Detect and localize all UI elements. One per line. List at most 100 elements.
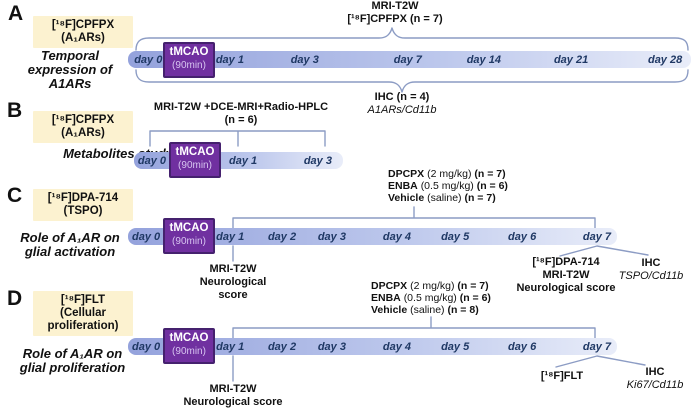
annotation-line: MRI-T2W +DCE-MRI+Radio-HPLC	[153, 101, 329, 113]
panel-a-top-annotation: MRI-T2W [¹⁸F]CPFPX (n = 7)	[347, 0, 442, 26]
annotation-line: Neurological score	[183, 395, 283, 408]
panel-d-day7-ihc-annotation: IHC Ki67/Cd11b	[627, 366, 684, 392]
panel-d-study-title: Role of A₁AR on glial proliferation	[0, 346, 145, 376]
drug-name: ENBA	[371, 292, 401, 305]
study-line: Temporal	[40, 48, 100, 63]
treatment-line: ENBA (0.5 mg/kg) (n = 6)	[371, 292, 491, 304]
treatment-line: Vehicle (saline) (n = 8)	[371, 304, 491, 316]
day-label: day 5	[441, 230, 470, 243]
tracer-name: [¹⁸F]DPA-714	[47, 192, 119, 204]
drug-name: Vehicle	[371, 304, 408, 317]
study-line: glial activation	[24, 244, 116, 260]
group-size: (n = 6)	[476, 180, 508, 193]
annotation-line: MRI-T2W	[209, 263, 257, 275]
day-label: day 1	[215, 53, 244, 66]
panel-a-bottom-brace	[135, 69, 689, 93]
group-size: (n = 7)	[464, 192, 496, 205]
panel-a-tmcao-box: tMCAO (90min)	[163, 42, 215, 78]
annotation-line: Neurological	[199, 275, 267, 288]
day-label: day 7	[582, 340, 612, 353]
tracer-target: (A₁ARs)	[61, 31, 105, 44]
group-size: (n = 7)	[457, 280, 489, 292]
panel-c-treatment-groups: DPCPX (2 mg/kg) (n = 7) ENBA (0.5 mg/kg)…	[388, 168, 508, 205]
annotation-line: IHC	[645, 366, 665, 378]
drug-name: DPCPX	[371, 280, 408, 292]
panel-c-tracer-box: [¹⁸F]DPA-714 (TSPO)	[33, 189, 133, 221]
panel-c-letter: C	[7, 184, 23, 207]
study-line: A1ARs	[48, 76, 92, 92]
tmcao-duration: (90min)	[178, 159, 212, 171]
day-label: day 4	[382, 340, 412, 353]
annotation-line: IHC	[641, 257, 661, 269]
tmcao-label: tMCAO	[169, 222, 209, 234]
panel-b-timeline-bar: day 0 day 1 day 3	[134, 152, 343, 169]
study-line: glial proliferation	[19, 360, 126, 376]
study-line: expression of	[27, 62, 113, 78]
tmcao-label: tMCAO	[169, 332, 209, 344]
drug-dose: (2 mg/kg)	[427, 168, 472, 180]
day-label: day 3	[317, 340, 346, 353]
annotation-line: MRI-T2W	[209, 383, 257, 395]
panel-b-tracer-box: [¹⁸F]CPFPX (A₁ARs)	[33, 111, 133, 143]
day-label: day 1	[216, 340, 245, 353]
panel-a-letter: A	[8, 2, 24, 25]
tmcao-duration: (90min)	[172, 235, 206, 247]
tracer-name: [¹⁸F]FLT	[60, 294, 106, 306]
day-label: day 0	[137, 154, 167, 167]
panel-d-day1-annotation: MRI-T2W Neurological score	[183, 383, 282, 409]
annotation-line: Neurological score	[516, 281, 616, 294]
day-label: day 21	[553, 53, 589, 66]
annotation-line: IHC (n = 4)	[374, 91, 430, 103]
panel-a-bottom-annotation: IHC (n = 4) A1ARs/Cd11b	[368, 91, 437, 117]
tracer-name: [¹⁸F]CPFPX	[51, 114, 115, 126]
study-line: Role of A₁AR on	[20, 230, 120, 245]
drug-name: DPCPX	[388, 168, 425, 180]
drug-dose: (0.5 mg/kg)	[403, 292, 457, 305]
group-size: (n = 7)	[474, 168, 506, 180]
day-label: day 14	[466, 53, 501, 66]
day-label: day 1	[229, 154, 258, 167]
panel-d-tracer-box: [¹⁸F]FLT (Cellular proliferation)	[33, 291, 133, 336]
annotation-line: (n = 6)	[224, 113, 258, 126]
drug-dose: (saline)	[410, 304, 445, 317]
ihc-markers: TSPO/Cd11b	[618, 269, 684, 282]
treatment-line: DPCPX (2 mg/kg) (n = 7)	[388, 168, 508, 180]
tmcao-duration: (90min)	[172, 59, 206, 71]
tmcao-duration: (90min)	[172, 345, 206, 357]
drug-name: Vehicle	[388, 192, 425, 205]
panel-a-study-title: Temporal expression of A1ARs	[0, 48, 140, 92]
tracer-name: [¹⁸F]CPFPX	[51, 19, 115, 31]
panel-c-day7-imaging-annotation: [¹⁸F]DPA-714 MRI-T2W Neurological score	[516, 256, 615, 295]
day-label: day 4	[382, 230, 412, 243]
day-label: day 5	[441, 340, 470, 353]
drug-dose: (2 mg/kg)	[410, 280, 455, 292]
panel-a-timeline-bar: day 0 day 1 day 3 day 7 day 14 day 21 da…	[128, 51, 691, 68]
day-label: day 0	[132, 230, 161, 243]
tracer-target: (Cellular	[59, 306, 106, 319]
tmcao-label: tMCAO	[169, 46, 209, 58]
treatment-line: Vehicle (saline) (n = 7)	[388, 192, 508, 204]
panel-d-timeline-bar: day 0 day 1 day 2 day 3 day 4 day 5 day …	[128, 338, 617, 355]
panel-b-letter: B	[7, 99, 23, 122]
panel-b-tmcao-box: tMCAO (90min)	[169, 142, 221, 178]
day-label: day 2	[267, 230, 297, 243]
group-size: (n = 8)	[447, 304, 479, 317]
drug-dose: (saline)	[427, 192, 462, 205]
panel-c-day7-ihc-annotation: IHC TSPO/Cd11b	[619, 257, 684, 283]
panel-d-tmcao-box: tMCAO (90min)	[163, 328, 215, 364]
treatment-line: ENBA (0.5 mg/kg) (n = 6)	[388, 180, 508, 192]
tracer-target: (A₁ARs)	[61, 126, 105, 139]
annotation-line: [¹⁸F]CPFPX (n = 7)	[347, 12, 443, 25]
annotation-line: score	[218, 288, 248, 301]
day-label: day 6	[508, 230, 537, 243]
panel-c-bracket	[232, 206, 596, 229]
panel-d-letter: D	[7, 287, 23, 310]
annotation-line: [¹⁸F]FLT	[540, 370, 584, 382]
day-label: day 3	[317, 230, 346, 243]
annotation-line: [¹⁸F]DPA-714	[532, 256, 600, 268]
day-label: day 3	[303, 154, 332, 167]
day-label: day 7	[582, 230, 612, 243]
study-line: Role of A₁AR on	[22, 346, 123, 361]
ihc-markers: A1ARs/Cd11b	[367, 103, 437, 116]
